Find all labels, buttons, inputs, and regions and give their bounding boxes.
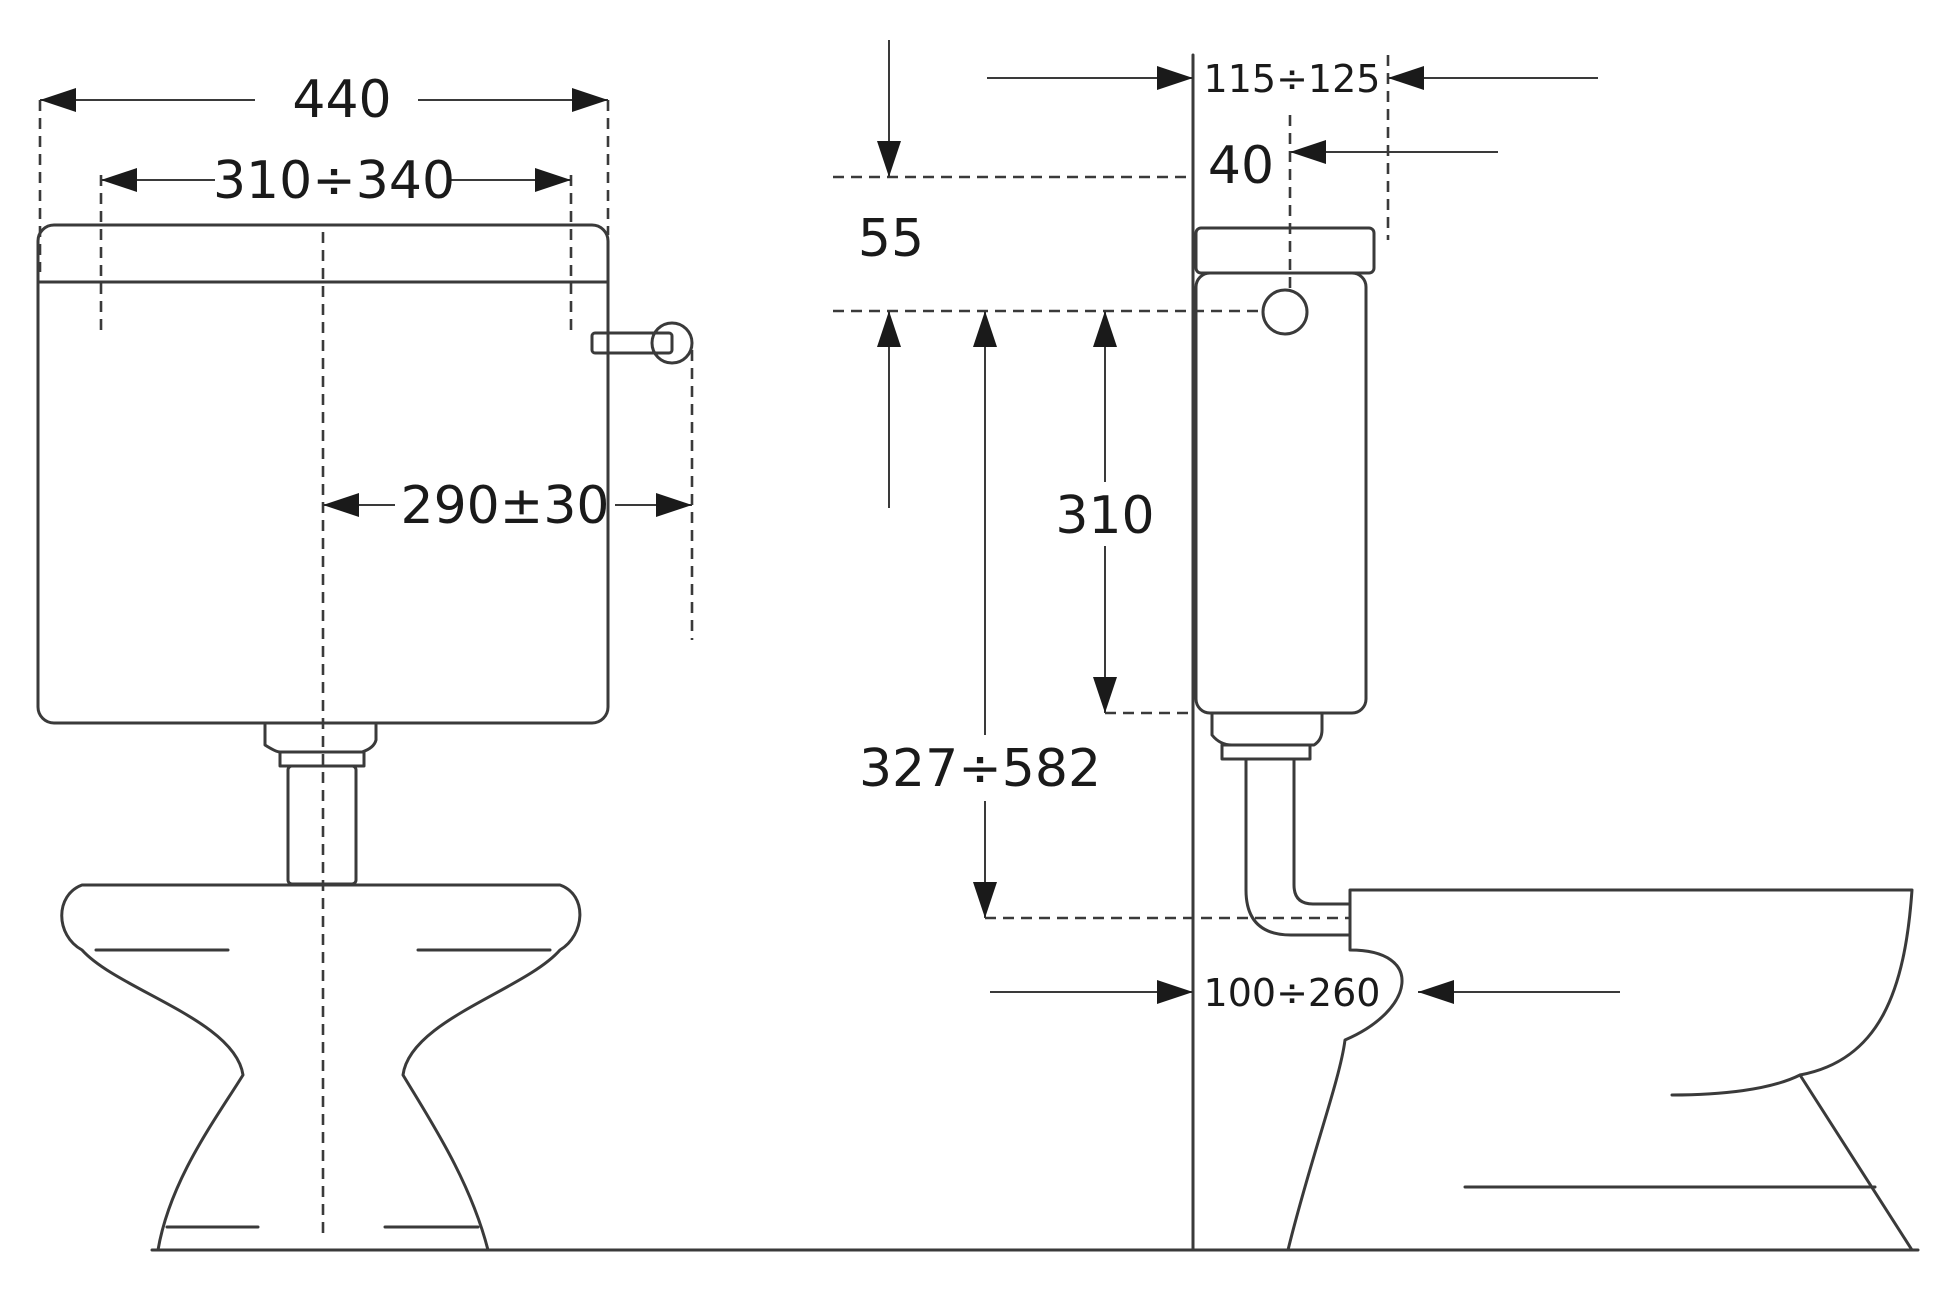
side-flush-button bbox=[1261, 288, 1309, 336]
front-view: 440 310÷340 290±30 bbox=[36, 70, 1920, 1252]
flush-lever bbox=[590, 321, 694, 365]
label-lever-offset: 290±30 bbox=[401, 476, 610, 536]
side-cistern-body bbox=[1194, 271, 1368, 715]
label-lever-depth: 40 bbox=[1208, 136, 1274, 196]
label-cistern-depth: 115÷125 bbox=[1204, 57, 1381, 101]
label-lever-height: 310 bbox=[1055, 486, 1154, 546]
dimension-top-offset: 55 bbox=[858, 40, 924, 508]
dimension-lever-height: 310 bbox=[1050, 311, 1162, 713]
label-outlet-height: 327÷582 bbox=[859, 739, 1101, 799]
dimension-cistern-depth: 115÷125 bbox=[987, 57, 1598, 101]
side-flush-pipe bbox=[1210, 711, 1352, 937]
label-fixing-centres: 310÷340 bbox=[213, 151, 455, 211]
dimension-fixing-centres: 310÷340 bbox=[101, 151, 571, 211]
dimension-lever-depth: 40 bbox=[1208, 136, 1498, 196]
side-view: 115÷125 40 55 310 bbox=[833, 40, 1914, 1252]
dimension-wall-distance: 100÷260 bbox=[990, 971, 1620, 1015]
front-flush-pipe bbox=[263, 723, 378, 886]
side-toilet-pan bbox=[1286, 888, 1914, 1252]
flush-lever-knob bbox=[650, 321, 694, 365]
dimension-lever-offset: 290±30 bbox=[323, 476, 692, 536]
dimension-outlet-height: 327÷582 bbox=[859, 311, 1101, 918]
label-wall-distance: 100÷260 bbox=[1204, 971, 1381, 1015]
side-cistern-lid bbox=[1194, 226, 1376, 275]
label-total-width: 440 bbox=[292, 70, 391, 130]
dimension-total-width: 440 bbox=[40, 70, 608, 130]
label-top-offset: 55 bbox=[858, 209, 924, 269]
front-toilet-pan bbox=[60, 883, 582, 1252]
